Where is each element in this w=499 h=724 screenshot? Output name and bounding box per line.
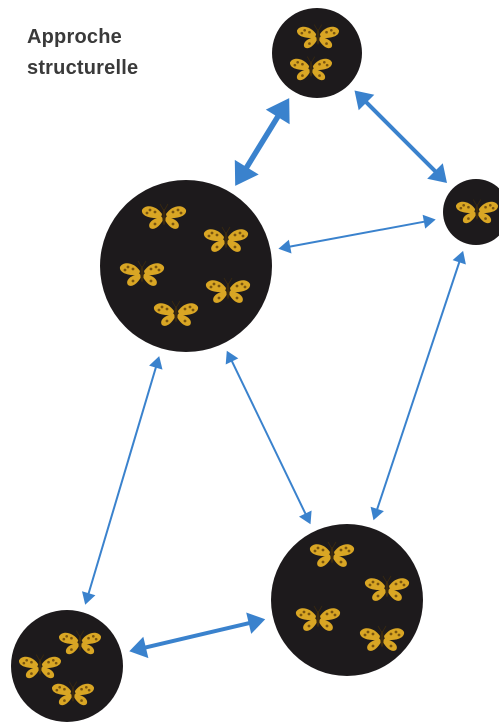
link-right-small-large-left [278,214,436,254]
butterfly-icon [153,300,199,326]
link-large-left-bottom-left [82,356,163,605]
arrowhead-start [354,90,375,111]
title-line-2: structurelle [27,57,139,79]
butterfly-icon [290,56,332,81]
link-right-small-bottom-right [370,250,466,521]
arrowhead-start [225,350,239,365]
arrowhead-end [370,506,384,521]
title-line-1: Approche [27,26,122,48]
butterfly-icon [456,199,498,224]
links-layer [82,90,466,659]
habitat-patch-bottom-right [271,524,423,676]
habitat-patch-large-left [100,180,272,352]
link-shaft [287,220,427,248]
link-bottom-left-bottom-right [129,612,266,659]
link-shaft [230,358,308,517]
link-shaft [242,111,283,173]
link-shaft [362,98,439,175]
butterfly-icon [297,24,339,49]
butterfly-icon [203,226,249,252]
butterfly-icon [19,654,61,679]
arrowhead-end [278,239,292,254]
butterfly-icon [205,277,251,303]
patches-layer [11,8,499,722]
butterfly-icon [309,541,355,567]
link-top-large-left [234,98,290,186]
habitat-patch-top [272,8,362,98]
arrowhead-end [427,163,447,183]
habitat-patch-bottom-left [11,610,123,722]
diagram-title: Approche structurelle [27,22,138,84]
arrowhead-end [82,591,96,605]
patch-circle [100,180,272,352]
link-shaft [375,259,461,512]
arrowhead-end [299,510,312,525]
arrowhead-start [149,356,163,370]
butterfly-icon [119,260,165,286]
link-shaft [142,620,253,651]
arrowhead-end [246,612,266,634]
arrowhead-start [129,636,149,659]
butterfly-icon [295,605,341,631]
habitat-patch-right-small [443,179,499,245]
arrowhead-start [422,214,436,229]
patch-circle [272,8,362,98]
butterfly-icon [359,625,405,651]
butterfly-icon [141,203,187,229]
arrowhead-start [452,250,466,265]
link-shaft [87,365,158,596]
link-large-left-bottom-right [225,350,312,525]
arrowhead-start [265,98,290,125]
butterfly-icon [364,575,410,601]
link-top-right-small [354,90,447,183]
butterfly-icon [59,630,101,655]
arrowhead-end [234,159,259,186]
butterfly-icon [52,681,94,706]
